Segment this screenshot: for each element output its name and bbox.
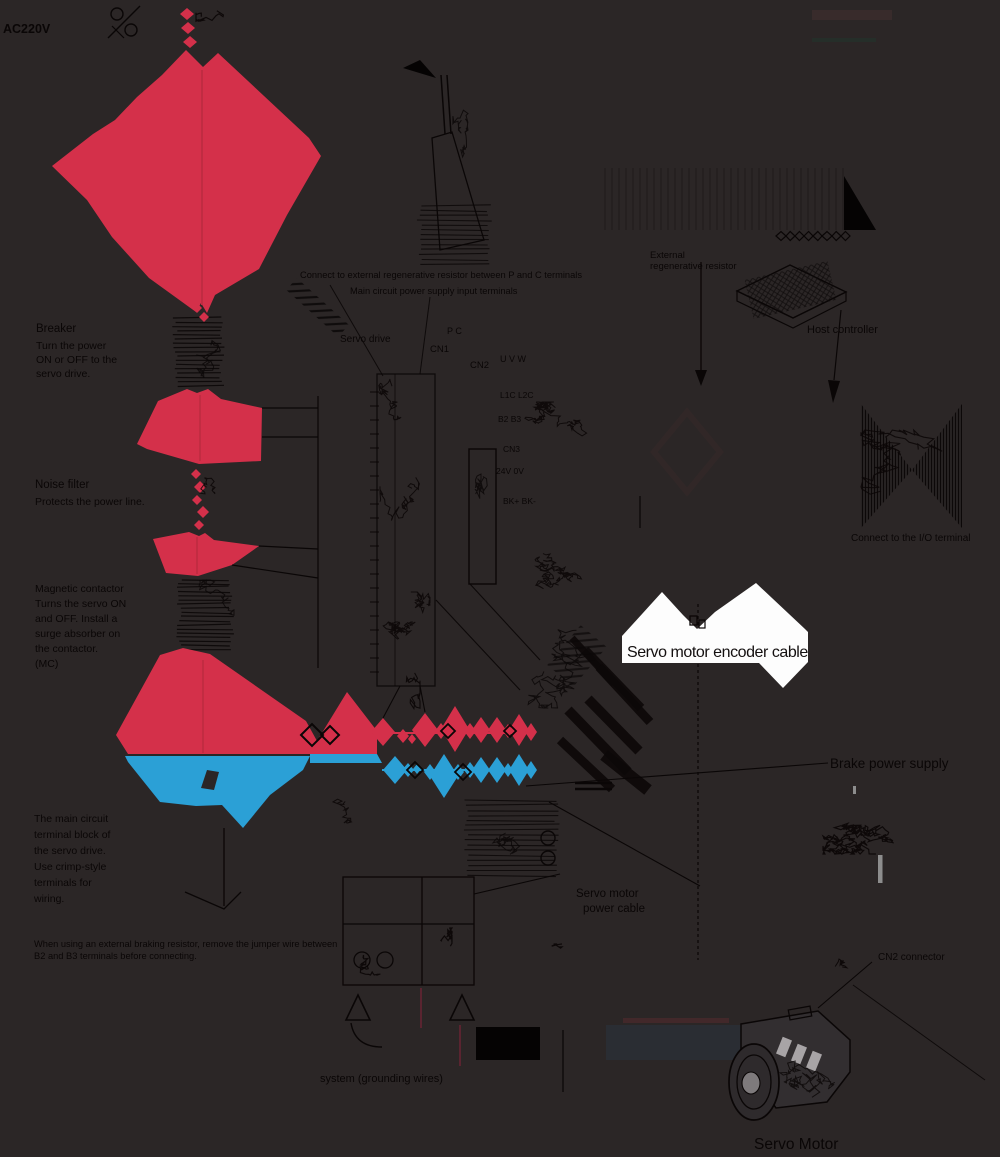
svg-text:Noise filter: Noise filter bbox=[35, 479, 89, 491]
svg-text:and OFF. Install a: and OFF. Install a bbox=[35, 613, 117, 625]
svg-text:24V 0V: 24V 0V bbox=[496, 466, 524, 476]
svg-text:system (grounding wires): system (grounding wires) bbox=[320, 1073, 443, 1085]
svg-text:terminals for: terminals for bbox=[34, 877, 92, 889]
svg-text:surge absorber on: surge absorber on bbox=[35, 628, 120, 640]
svg-text:Servo motor encoder cable: Servo motor encoder cable bbox=[627, 644, 808, 661]
svg-text:Servo drive: Servo drive bbox=[340, 334, 391, 345]
svg-text:servo drive.: servo drive. bbox=[36, 368, 90, 380]
svg-text:CN2: CN2 bbox=[470, 360, 489, 371]
svg-text:the contactor.: the contactor. bbox=[35, 643, 98, 655]
svg-text:L1C L2C: L1C L2C bbox=[500, 390, 534, 400]
svg-text:terminal block of: terminal block of bbox=[34, 829, 111, 841]
svg-text:B2 and B3 terminals before con: B2 and B3 terminals before connecting. bbox=[34, 951, 197, 961]
svg-text:Servo motor: Servo motor bbox=[576, 888, 639, 900]
svg-text:Breaker: Breaker bbox=[36, 323, 76, 335]
svg-text:CN3: CN3 bbox=[503, 444, 520, 454]
svg-text:Servo Motor: Servo Motor bbox=[754, 1136, 838, 1152]
svg-text:Host controller: Host controller bbox=[807, 324, 878, 336]
svg-text:External: External bbox=[650, 250, 685, 261]
svg-text:(MC): (MC) bbox=[35, 658, 58, 670]
svg-text:Turn the power: Turn the power bbox=[36, 340, 107, 352]
svg-text:B2 B3: B2 B3 bbox=[498, 414, 521, 424]
svg-text:Connect to the I/O terminal: Connect to the I/O terminal bbox=[851, 533, 971, 544]
svg-text:BK+ BK-: BK+ BK- bbox=[503, 496, 536, 506]
svg-text:Brake power supply: Brake power supply bbox=[830, 756, 949, 771]
svg-text:the servo drive.: the servo drive. bbox=[34, 845, 106, 857]
svg-text:regenerative resistor: regenerative resistor bbox=[650, 261, 737, 272]
svg-text:CN1: CN1 bbox=[430, 344, 449, 355]
svg-text:power cable: power cable bbox=[583, 903, 645, 915]
svg-text:AC220V: AC220V bbox=[3, 22, 51, 36]
svg-text:wiring.: wiring. bbox=[33, 893, 64, 905]
svg-text:U V W: U V W bbox=[500, 354, 527, 364]
svg-text:Main circuit power supply inpu: Main circuit power supply input terminal… bbox=[350, 286, 518, 296]
svg-text:Magnetic contactor: Magnetic contactor bbox=[35, 583, 124, 595]
svg-text:Turns the servo ON: Turns the servo ON bbox=[35, 598, 126, 610]
svg-text:Connect to external regenerati: Connect to external regenerative resisto… bbox=[300, 270, 582, 280]
svg-text:The main circuit: The main circuit bbox=[34, 813, 108, 825]
svg-text:Use crimp-style: Use crimp-style bbox=[34, 861, 107, 873]
svg-text:CN2 connector: CN2 connector bbox=[878, 952, 945, 963]
svg-text:ON or OFF to the: ON or OFF to the bbox=[36, 354, 117, 366]
svg-text:Protects the power line.: Protects the power line. bbox=[35, 496, 145, 508]
svg-text:P C: P C bbox=[447, 326, 462, 336]
svg-text:When using an external braking: When using an external braking resistor,… bbox=[34, 939, 337, 949]
